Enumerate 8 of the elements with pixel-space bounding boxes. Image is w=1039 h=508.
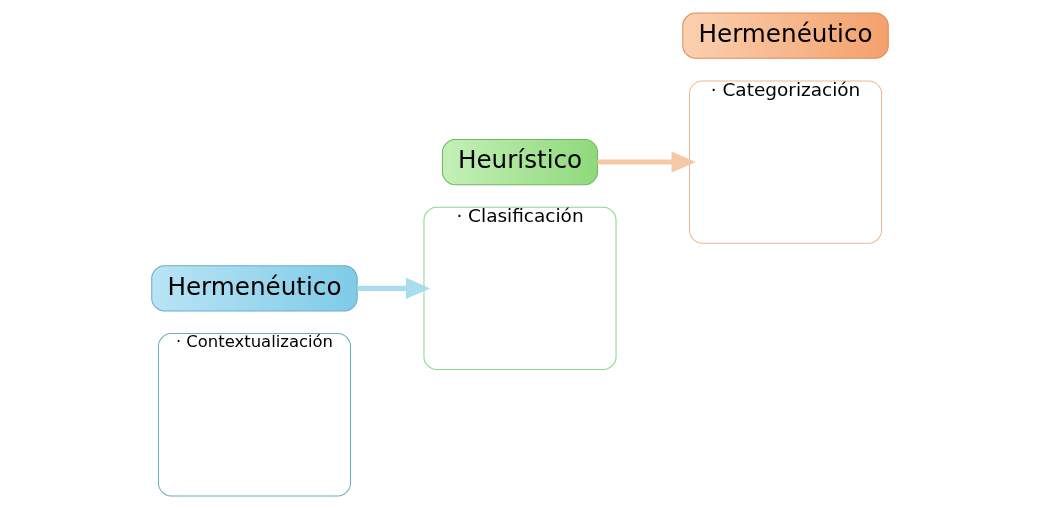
- node-box: · Contextualización: [157, 332, 351, 496]
- node-box: Heurístico: [441, 138, 598, 185]
- node-box: Hermenéutico: [150, 264, 358, 311]
- arrow: [356, 277, 430, 299]
- node-box: · Categorización: [688, 79, 882, 244]
- arrow: [597, 150, 696, 173]
- node-box: · Clasificación: [422, 206, 617, 370]
- node-box: Hermenéutico: [681, 12, 889, 59]
